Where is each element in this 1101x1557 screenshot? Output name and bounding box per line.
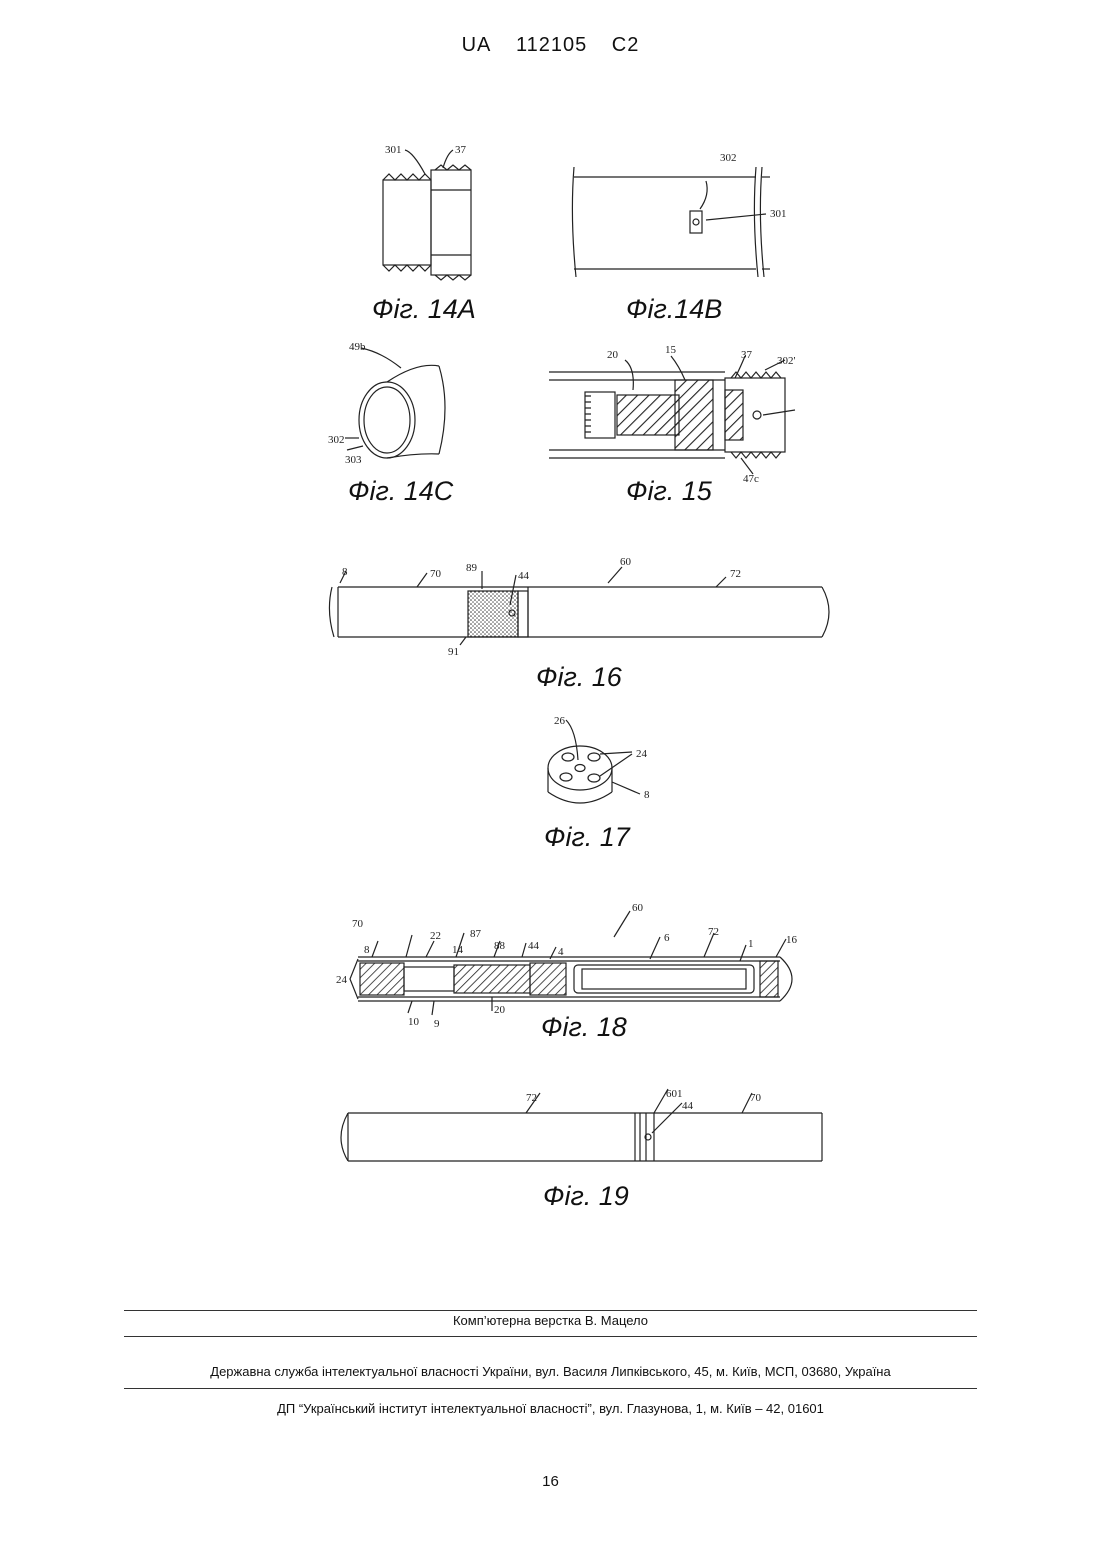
caption-fig-19: Фіг. 19 <box>543 1181 629 1212</box>
label-8c: 8 <box>364 944 370 956</box>
figure-14c-drawing: 49b 302 303 <box>325 338 455 473</box>
footer-rule-2 <box>124 1336 977 1337</box>
label-15: 15 <box>665 344 677 356</box>
figure-17-drawing: 26 24 8 <box>540 712 670 812</box>
page-number: 16 <box>0 1473 1101 1490</box>
document-header: UA 112105 C2 <box>0 34 1101 57</box>
label-22: 22 <box>430 930 441 942</box>
label-601: 601 <box>666 1088 683 1100</box>
label-302: 302 <box>720 152 737 164</box>
label-1: 1 <box>748 938 754 950</box>
footer-rule-3 <box>124 1388 977 1389</box>
label-37b: 37 <box>741 349 753 361</box>
label-26: 26 <box>554 715 566 727</box>
label-37: 37 <box>455 144 467 156</box>
label-14: 14 <box>452 944 464 956</box>
label-72c: 72 <box>526 1092 537 1104</box>
label-6: 6 <box>664 932 670 944</box>
label-9: 9 <box>434 1018 440 1030</box>
figure-14a-drawing: 301 37 <box>375 140 495 280</box>
label-60b: 60 <box>632 902 644 914</box>
label-70b: 70 <box>352 918 364 930</box>
label-89: 89 <box>466 562 478 574</box>
label-301: 301 <box>385 144 402 156</box>
label-20: 20 <box>607 349 619 361</box>
label-10: 10 <box>408 1016 420 1028</box>
label-301b: 301 <box>770 208 787 220</box>
label-49b: 49b <box>349 341 366 353</box>
label-72: 72 <box>730 568 741 580</box>
label-20b: 20 <box>494 1004 506 1016</box>
caption-fig-14a: Фіг. 14А <box>372 294 476 325</box>
caption-fig-15: Фіг. 15 <box>626 476 712 507</box>
label-70: 70 <box>430 568 442 580</box>
label-4: 4 <box>558 946 564 958</box>
caption-fig-14c: Фіг. 14С <box>348 476 453 507</box>
label-44: 44 <box>518 570 530 582</box>
figure-18-drawing: 70 8 24 22 14 87 88 44 4 60 6 72 1 16 10… <box>330 897 820 1027</box>
label-88: 88 <box>494 940 506 952</box>
figure-14b-drawing: 302 301 <box>570 145 795 285</box>
header-country: UA <box>462 34 492 56</box>
figure-16-drawing: 8 70 89 44 60 72 91 <box>322 555 842 660</box>
figure-15-drawing: 20 15 37 302' 47c <box>545 340 805 480</box>
label-44b: 44 <box>528 940 540 952</box>
label-87: 87 <box>470 928 482 940</box>
footer-rule-1 <box>124 1310 977 1311</box>
label-303: 303 <box>345 454 362 466</box>
label-47c: 47c <box>743 473 759 485</box>
figure-19-drawing: 72 601 44 70 <box>330 1083 830 1163</box>
caption-fig-18: Фіг. 18 <box>541 1012 627 1043</box>
label-302-prime: 302' <box>777 355 796 367</box>
header-kind: C2 <box>612 34 640 56</box>
caption-fig-16: Фіг. 16 <box>536 662 622 693</box>
footer-institute: ДП “Український інститут інтелектуальної… <box>0 1401 1101 1416</box>
label-24b: 24 <box>336 974 348 986</box>
label-302c: 302 <box>328 434 345 446</box>
label-91: 91 <box>448 646 459 658</box>
label-16: 16 <box>786 934 798 946</box>
caption-fig-17: Фіг. 17 <box>544 822 630 853</box>
caption-fig-14b: Фіг.14В <box>626 294 722 325</box>
label-60: 60 <box>620 556 632 568</box>
label-44c: 44 <box>682 1100 694 1112</box>
label-8b: 8 <box>644 789 650 801</box>
footer-layout-credit: Комп’ютерна верстка В. Мацело <box>0 1313 1101 1328</box>
label-8: 8 <box>342 566 348 578</box>
label-70c: 70 <box>750 1092 762 1104</box>
footer-agency: Державна служба інтелектуальної власност… <box>0 1364 1101 1379</box>
header-number: 112105 <box>516 34 587 56</box>
label-24: 24 <box>636 748 648 760</box>
label-72b: 72 <box>708 926 719 938</box>
